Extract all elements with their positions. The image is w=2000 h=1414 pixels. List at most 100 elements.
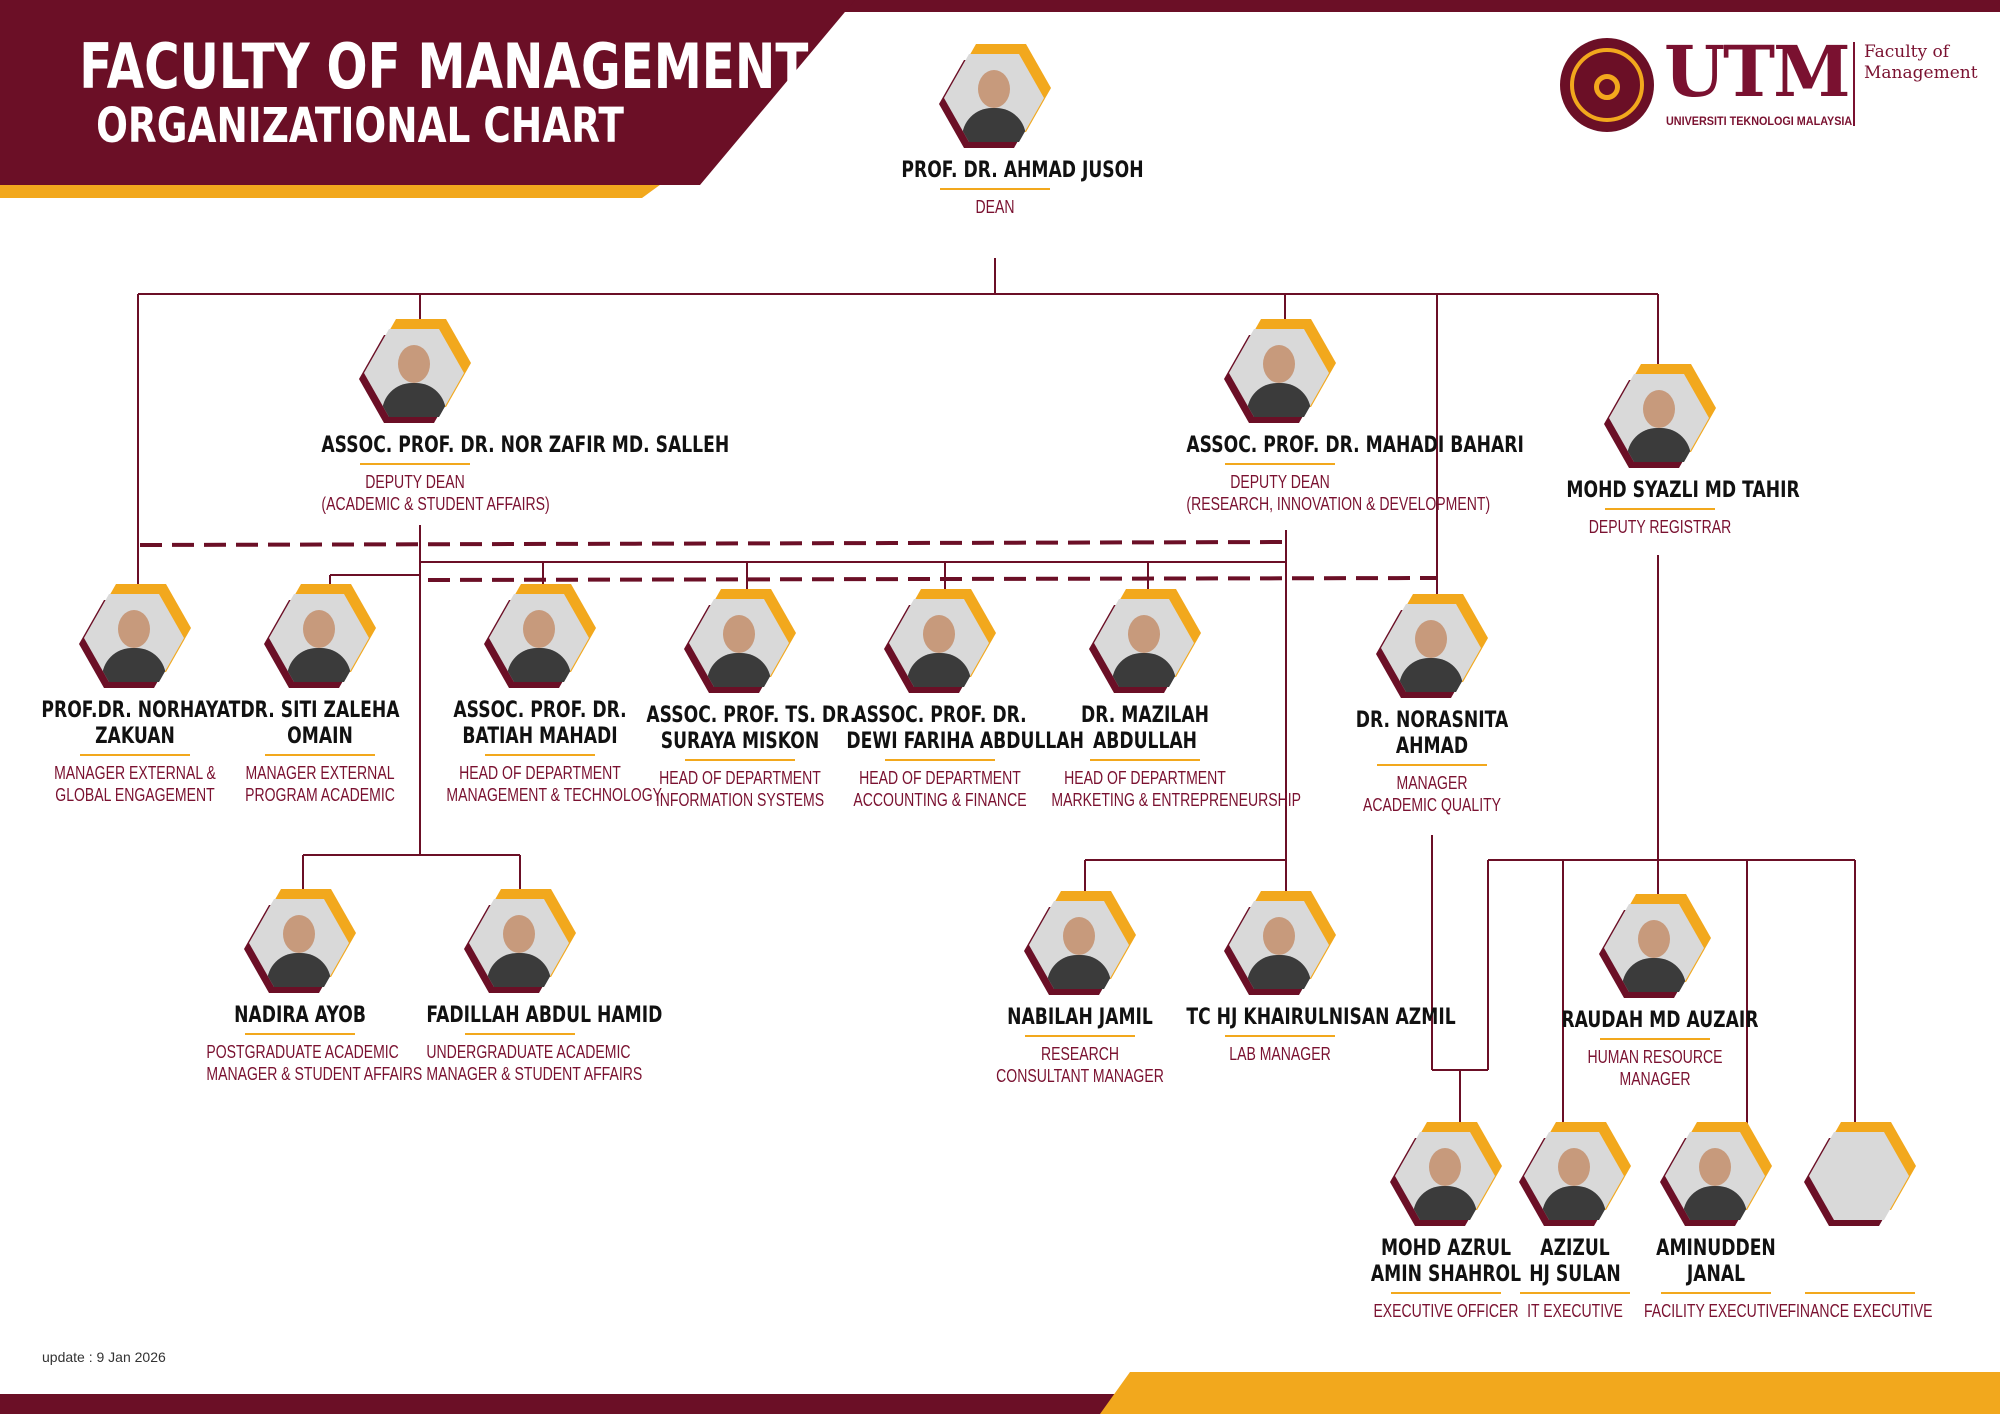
portrait-photo [1376,594,1488,700]
person-avatar-icon [1128,615,1160,653]
name-divider [1661,1292,1771,1294]
person-name: FADILLAH ABDUL HAMID [426,1003,663,1028]
person-name: ASSOC. PROF. TS. DR.SURAYA MISKON [646,703,857,754]
person-role: DEAN [975,197,1015,217]
person-name: NABILAH JAMIL [1007,1005,1153,1030]
portrait-photo [884,589,996,695]
person-avatar-icon [118,610,150,648]
person-name: TC HJ KHAIRULNISAN AZMIL [1186,1005,1456,1030]
person-avatar-icon [523,610,555,648]
name-divider [1090,759,1200,761]
portrait-photo [939,44,1051,150]
utm-seal-icon [1560,38,1654,132]
person-avatar-icon [1699,1148,1731,1186]
person-finance: FINANCE EXECUTIVE [1740,1122,1980,1322]
portrait-photo [264,584,376,690]
portrait-photo [1024,891,1136,997]
person-role: DEPUTY DEAN(RESEARCH, INNOVATION & DEVEL… [1186,472,1491,514]
name-divider [1605,508,1715,510]
person-role: FACILITY EXECUTIVE [1643,1301,1789,1321]
person-role: MANAGER EXTERNAL &GLOBAL ENGAGEMENT [54,763,216,805]
name-divider [1391,1292,1501,1294]
person-khairulnisan: TC HJ KHAIRULNISAN AZMIL LAB MANAGER [1160,891,1456,1065]
name-divider [465,1033,575,1035]
logo-wordmark: UTM [1664,30,1851,113]
person-avatar-icon [303,610,335,648]
portrait-photo [359,319,471,425]
name-divider [360,463,470,465]
portrait-photo [79,584,191,690]
person-avatar-icon [1429,1148,1461,1186]
utm-logo: UTM UNIVERSITI TEKNOLOGI MALAYSIA Facult… [1560,30,1980,136]
portrait-photo [684,589,796,695]
update-date: update : 9 Jan 2026 [42,1349,166,1365]
logo-faculty-name: Faculty of Management [1864,42,1978,83]
portrait-photo [1224,891,1336,997]
person-name: ASSOC. PROF. DR. NOR ZAFIR MD. SALLEH [321,433,730,458]
person-avatar-icon [283,915,315,953]
person-fadillah: FADILLAH ABDUL HAMID UNDERGRADUATE ACADEM… [400,889,663,1085]
name-divider [1600,1038,1710,1040]
logo-divider [1853,42,1855,126]
person-avatar-icon [1558,1148,1590,1186]
name-divider [265,754,375,756]
person-name: NADIRA AYOB [234,1003,366,1028]
person-avatar-icon [398,345,430,383]
person-avatar-icon [1643,390,1675,428]
person-avatar-icon [1063,917,1095,955]
person-batiah: ASSOC. PROF. DR.BATIAH MAHADI HEAD OF DEP… [420,584,662,806]
person-role: LAB MANAGER [1229,1044,1331,1064]
person-dd-academic: ASSOC. PROF. DR. NOR ZAFIR MD. SALLEH DEP… [295,319,730,515]
person-name: RAUDAH MD AUZAIR [1561,1008,1759,1033]
name-divider [685,759,795,761]
person-role: DEPUTY DEAN(ACADEMIC & STUDENT AFFAIRS) [321,472,550,514]
person-name: ASSOC. PROF. DR.DEWI FARIHA ABDULLAH [846,703,1084,754]
person-avatar-icon [1263,345,1295,383]
portrait-photo [484,584,596,690]
name-divider [1225,463,1335,465]
person-role: IT EXECUTIVE [1527,1301,1623,1321]
name-divider [1225,1035,1335,1037]
page-title: FACULTY OF MANAGEMENT [79,30,809,103]
portrait-photo [1604,364,1716,470]
name-divider [885,759,995,761]
person-avatar-icon [1638,920,1670,958]
portrait-photo [1519,1122,1631,1228]
name-divider [1025,1035,1135,1037]
person-avatar-icon [1263,917,1295,955]
name-divider [80,754,190,756]
portrait-photo [1599,894,1711,1000]
person-avatar-icon [723,615,755,653]
name-divider [1805,1292,1915,1294]
name-divider [940,188,1050,190]
person-dewi: ASSOC. PROF. DR.DEWI FARIHA ABDULLAH HEAD… [820,589,1084,811]
logo-university-name: UNIVERSITI TEKNOLOGI MALAYSIA [1666,114,1853,128]
person-name: ASSOC. PROF. DR.BATIAH MAHADI [453,698,627,749]
portrait-photo [1390,1122,1502,1228]
name-divider [245,1033,355,1035]
page-subtitle: ORGANIZATIONAL CHART [96,98,624,154]
person-avatar-icon [978,70,1010,108]
